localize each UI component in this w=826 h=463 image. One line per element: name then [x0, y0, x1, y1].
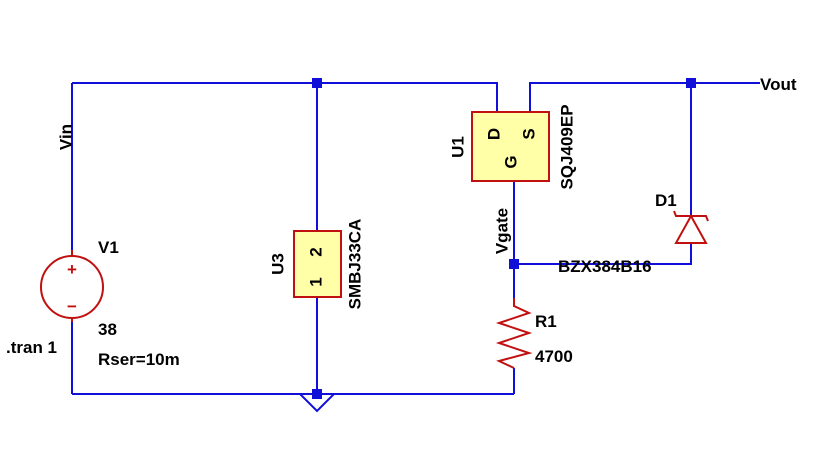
v1-rser-label: Rser=10m — [98, 350, 180, 369]
u1-part-label: SQJ409EP — [557, 104, 576, 189]
wire-source-vout — [529, 82, 760, 112]
v1-minus-sign: − — [67, 297, 77, 316]
u1-body[interactable] — [471, 111, 550, 182]
d1-part-label: BZX384B16 — [558, 257, 652, 276]
net-label-vin: Vin — [56, 124, 75, 150]
r1-ref-label: R1 — [535, 312, 557, 331]
u1-ref-label: U1 — [448, 136, 467, 158]
v1-value-label: 38 — [98, 320, 117, 339]
v1-ref-label: V1 — [98, 238, 119, 257]
ground-icon[interactable] — [297, 393, 337, 413]
wire-zener-anode — [514, 243, 692, 265]
u1-pin-s-label: S — [519, 128, 538, 139]
voltage-source-icon[interactable] — [40, 250, 104, 322]
wire-vin-top — [72, 82, 498, 112]
zener-diode-icon[interactable] — [673, 210, 709, 244]
junction-dot — [686, 78, 696, 88]
v1-plus-sign: + — [67, 260, 77, 279]
junction-dot — [509, 259, 519, 269]
r1-value-label: 4700 — [535, 347, 573, 366]
u3-body[interactable] — [293, 230, 342, 298]
wires — [71, 82, 760, 395]
u3-pin2-label: 2 — [306, 247, 325, 256]
tran-directive[interactable]: .tran 1 — [6, 338, 57, 357]
u3-part-label: SMBJ33CA — [345, 219, 364, 310]
net-label-vout: Vout — [760, 75, 797, 94]
u1-pin-g-label: G — [501, 155, 520, 168]
u3-ref-label: U3 — [268, 253, 287, 275]
net-label-vgate: Vgate — [492, 208, 511, 254]
resistor-icon[interactable] — [495, 298, 533, 369]
junction-dot — [312, 78, 322, 88]
d1-ref-label: D1 — [655, 191, 677, 210]
u3-pin1-label: 1 — [306, 277, 325, 286]
u1-pin-d-label: D — [484, 128, 503, 140]
